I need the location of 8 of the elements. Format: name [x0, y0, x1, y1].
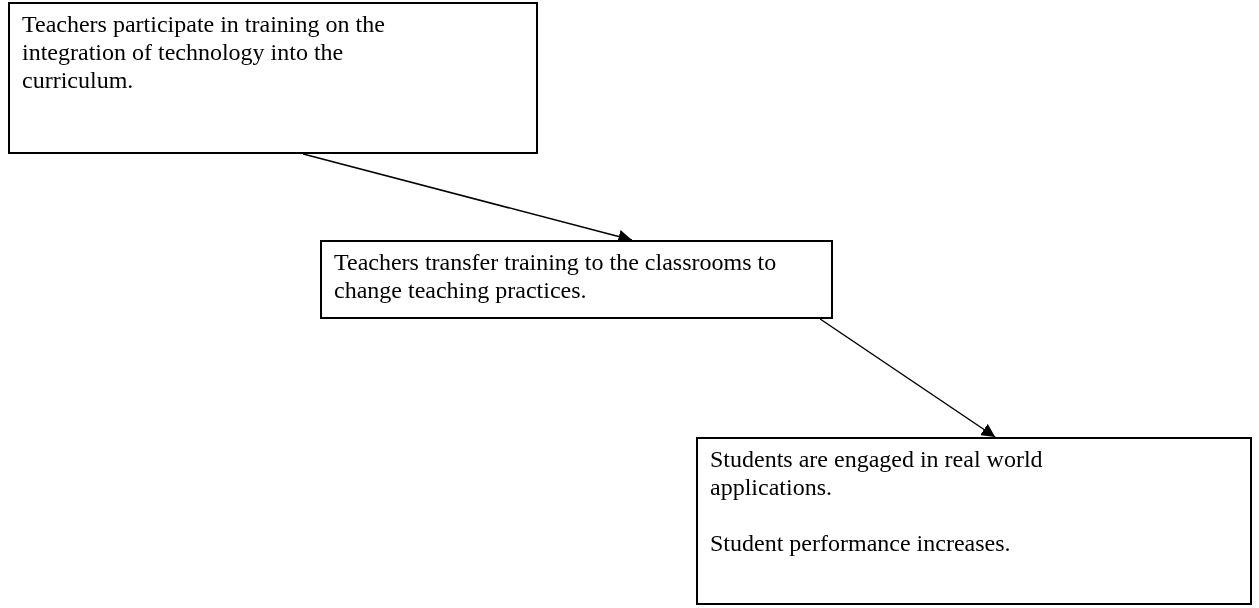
process-box — [696, 437, 1252, 605]
box-text: Student performance increases. — [710, 529, 1012, 557]
box-text: Teachers participate in training on the integration of technology into the curriculum. — [22, 10, 386, 94]
box-text: Students are engaged in real world applications. — [710, 445, 1044, 501]
box-text: Teachers transfer training to the classrooms to change teaching practices. — [334, 248, 778, 304]
process-box — [8, 2, 538, 154]
process-box — [320, 240, 833, 319]
arrow — [819, 318, 996, 438]
